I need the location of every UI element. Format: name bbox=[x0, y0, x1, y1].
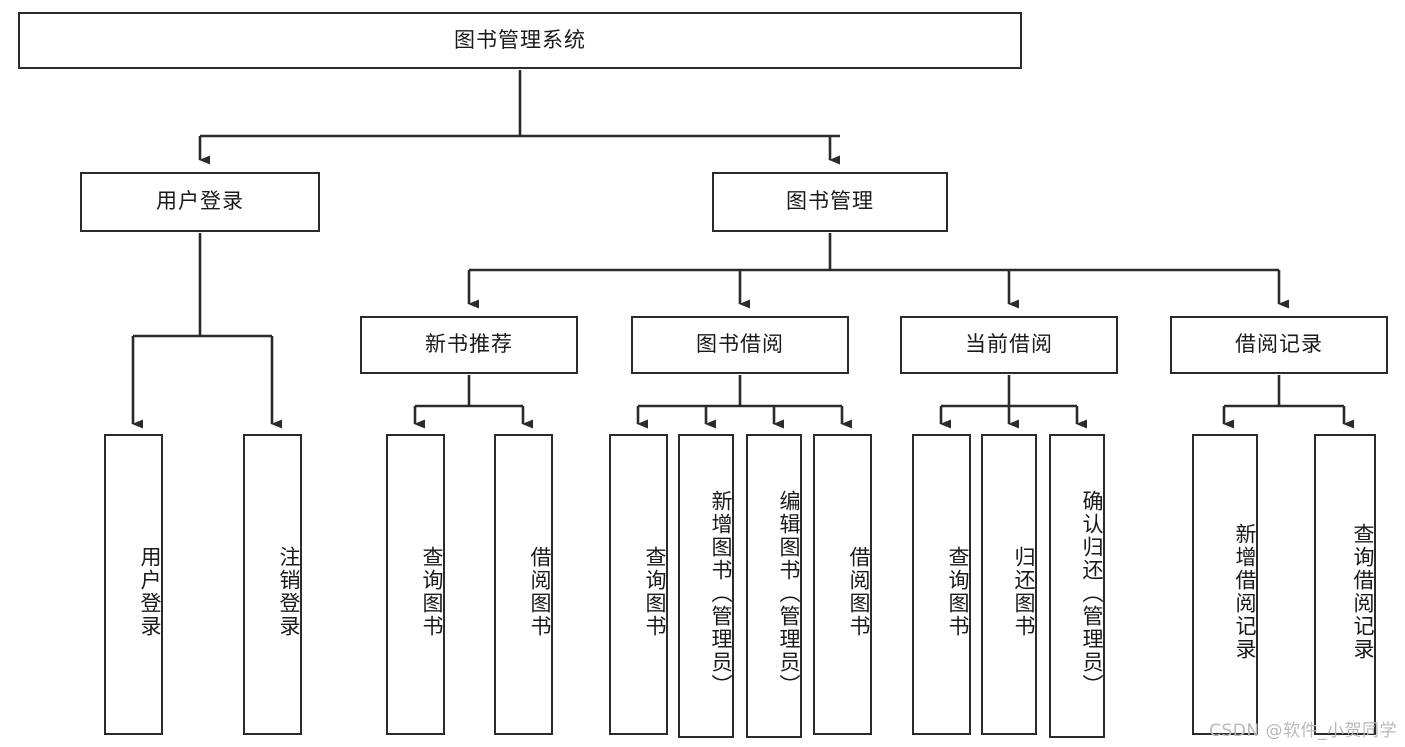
leaf-new-book-query-label: 查询图书 bbox=[420, 545, 444, 638]
node-borrow-record-label: 借阅记录 bbox=[1235, 332, 1323, 357]
node-user-login[interactable]: 用户登录 bbox=[80, 172, 320, 232]
leaf-new-book-borrow[interactable]: 借阅图书 bbox=[494, 434, 553, 735]
leaf-book-borrow-query-label: 查询图书 bbox=[643, 545, 667, 638]
leaf-book-borrow-add-label: 新增图书（管理员） bbox=[709, 489, 733, 697]
node-new-book-recommend-label: 新书推荐 bbox=[425, 332, 513, 357]
leaf-borrow-record-add-label: 新增借阅记录 bbox=[1233, 522, 1257, 661]
node-user-login-label: 用户登录 bbox=[156, 189, 244, 214]
node-borrow-record[interactable]: 借阅记录 bbox=[1170, 316, 1388, 374]
leaf-user-login-login[interactable]: 用户登录 bbox=[104, 434, 163, 735]
node-book-borrow[interactable]: 图书借阅 bbox=[631, 316, 849, 374]
node-current-borrow[interactable]: 当前借阅 bbox=[900, 316, 1118, 374]
node-root-system-label: 图书管理系统 bbox=[454, 27, 586, 52]
leaf-new-book-query[interactable]: 查询图书 bbox=[386, 434, 445, 735]
leaf-current-borrow-query[interactable]: 查询图书 bbox=[912, 434, 971, 735]
node-book-management[interactable]: 图书管理 bbox=[712, 172, 948, 232]
node-book-borrow-label: 图书借阅 bbox=[696, 332, 784, 357]
leaf-current-borrow-return[interactable]: 归还图书 bbox=[981, 434, 1037, 735]
leaf-book-borrow-borrow[interactable]: 借阅图书 bbox=[813, 434, 872, 735]
leaf-user-login-logout-label: 注销登录 bbox=[277, 545, 301, 638]
leaf-current-borrow-confirm-label: 确认归还（管理员） bbox=[1080, 489, 1104, 697]
node-book-management-label: 图书管理 bbox=[786, 189, 874, 214]
csdn-watermark: CSDN @软件_小贺同学 bbox=[1209, 721, 1397, 741]
leaf-borrow-record-add[interactable]: 新增借阅记录 bbox=[1192, 434, 1258, 735]
node-current-borrow-label: 当前借阅 bbox=[965, 332, 1053, 357]
leaf-borrow-record-query-label: 查询借阅记录 bbox=[1351, 522, 1375, 661]
node-new-book-recommend[interactable]: 新书推荐 bbox=[360, 316, 578, 374]
leaf-user-login-logout[interactable]: 注销登录 bbox=[243, 434, 302, 735]
leaf-book-borrow-edit[interactable]: 编辑图书（管理员） bbox=[746, 434, 802, 738]
leaf-book-borrow-borrow-label: 借阅图书 bbox=[847, 545, 871, 638]
leaf-current-borrow-confirm[interactable]: 确认归还（管理员） bbox=[1049, 434, 1105, 738]
leaf-current-borrow-query-label: 查询图书 bbox=[946, 545, 970, 638]
leaf-new-book-borrow-label: 借阅图书 bbox=[528, 545, 552, 638]
leaf-user-login-login-label: 用户登录 bbox=[138, 545, 162, 638]
leaf-book-borrow-add[interactable]: 新增图书（管理员） bbox=[678, 434, 734, 738]
leaf-book-borrow-edit-label: 编辑图书（管理员） bbox=[777, 489, 801, 697]
leaf-book-borrow-query[interactable]: 查询图书 bbox=[609, 434, 668, 735]
leaf-current-borrow-return-label: 归还图书 bbox=[1012, 545, 1036, 638]
leaf-borrow-record-query[interactable]: 查询借阅记录 bbox=[1314, 434, 1376, 735]
node-root-system[interactable]: 图书管理系统 bbox=[18, 12, 1022, 69]
